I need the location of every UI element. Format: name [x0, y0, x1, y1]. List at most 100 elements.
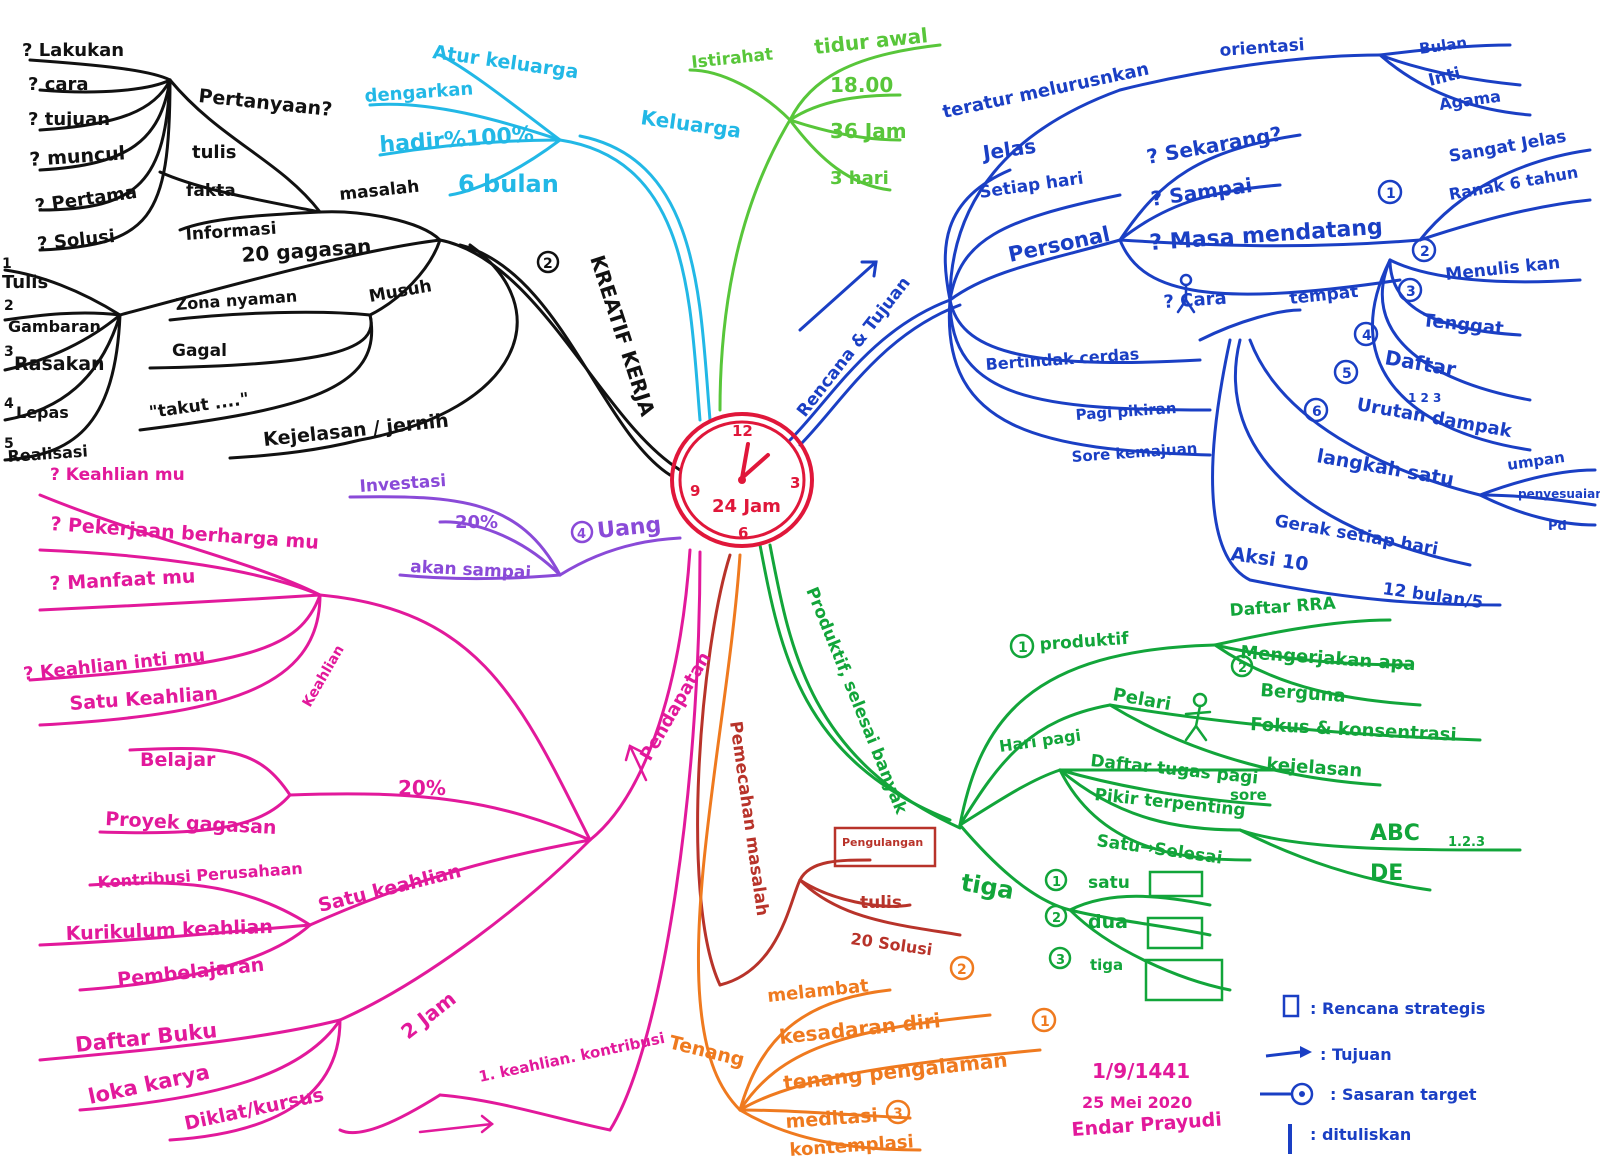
pemecahan-title: Pemecahan masalah [725, 720, 772, 917]
rencana-cara: ? Cara [1163, 288, 1227, 313]
signature-name: Endar Prayudi [1071, 1109, 1223, 1141]
running-person-icon [1184, 692, 1212, 742]
signature-hijri: 1/9/1441 [1092, 1059, 1190, 1083]
rencana-bulan: 12 bulan/5 [1381, 579, 1484, 613]
rencana-orientasi: orientasi [1219, 35, 1305, 61]
tenang-meditasi: meditasi [785, 1105, 879, 1133]
pendapatan-kurikulum: Kurikulum keahlian [65, 916, 273, 945]
right-arrow-icon [418, 1114, 495, 1134]
rencana-bertindak: Bertindak cerdas [985, 344, 1140, 374]
pendapatan-20persen: 20% [398, 776, 446, 800]
kreatif-question-4: ? muncul [29, 142, 126, 171]
istirahat-item-1800: 18.00 [830, 73, 893, 97]
tenang-number-3: 3 [893, 1106, 903, 1122]
istirahat-item-36jam: 36 Jam [830, 119, 907, 143]
kreatif-step-5: Realisasi [7, 441, 88, 466]
rencana-tempat: tempat [1288, 282, 1359, 309]
pemecahan-tulis: tulis [860, 893, 902, 913]
rencana-pd: Pd [1548, 519, 1567, 534]
kreatif-title: KREATIF KERJA [585, 252, 660, 419]
pendapatan-keahlian-3: ? Manfaat mu [49, 565, 196, 595]
kreatif-step-3-num: 3 [4, 344, 14, 360]
produktif-fokus: Fokus & konsentrasi [1250, 714, 1457, 746]
branch-lines [3, 43, 1597, 1152]
signature-date: 25 Mei 2020 [1082, 1093, 1192, 1112]
kreatif-step-3: Rasakan [14, 353, 105, 375]
produktif-daftar: Daftar RRA [1229, 594, 1337, 621]
kreatif-question-2: ? cara [28, 74, 89, 95]
tenang-number-1: 1 [1040, 1014, 1050, 1030]
pendapatan-keahlian-5: Satu Keahlian [69, 683, 219, 715]
legend: : Rencana strategis : Tujuan : Sasaran t… [1260, 994, 1485, 1154]
branch-rencana: Rencana & Tujuan teratur melurusnkan ori… [793, 33, 1600, 613]
kreatif-musuh-zona: Zona nyaman [175, 287, 298, 314]
pemecahan-20solusi: 20 Solusi [849, 929, 933, 959]
rencana-orientasi-bulan: Bulan [1418, 33, 1468, 58]
keluarga-item-hadir: hadir%100% [379, 122, 535, 158]
kreatif-musuh-gagal: Gagal [172, 341, 227, 361]
produktif-terpenting: Pikir terpenting [1093, 785, 1246, 821]
center-clock: 12 3 6 9 24 Jam [670, 412, 814, 548]
produktif-tiga-1: satu [1088, 873, 1130, 893]
rencana-sekarang: ? Sekarang? [1145, 122, 1284, 169]
branch-keluarga: Keluarga Atur keluarga dengarkan hadir%1… [364, 41, 743, 198]
rencana-number-4: 4 [1362, 328, 1372, 344]
branch-istirahat: Istirahat tidur awal 18.00 36 Jam 3 hari [690, 23, 929, 189]
pendapatan-2jam: 2 Jam [396, 986, 460, 1043]
legend-sasaran: : Sasaran target [1330, 1085, 1477, 1104]
kreatif-question-5: ? Pertama [34, 182, 139, 217]
rencana-number-1: 1 [1386, 186, 1396, 202]
rencana-sore: Sore kemajuan [1071, 439, 1198, 466]
produktif-kejelasan: kejelasan [1266, 754, 1363, 782]
branch-uang: 4 Uang Investasi 20% akan sampai [359, 471, 662, 583]
keluarga-item-6bulan: 6 bulan [458, 170, 559, 198]
kreatif-kejelasan: Kejelasan / jernih [262, 410, 449, 451]
rencana-sampai: ? Sampai [1149, 173, 1253, 211]
tenang-pengalaman: tenang pengalaman [782, 1048, 1009, 1095]
rencana-number-5: 5 [1342, 366, 1352, 382]
clock-number-12: 12 [732, 422, 753, 440]
pendapatan-satu: Satu keahlian [316, 860, 463, 917]
uang-20persen: 20% [455, 512, 498, 533]
kreatif-musuh: Musuh [367, 276, 433, 307]
rencana-sangat: Sangat Jelas [1447, 127, 1567, 167]
rencana-personal: Personal [1006, 222, 1112, 267]
rencana-penyesuaian: penyesuaian [1518, 487, 1600, 501]
signature: 1/9/1441 25 Mei 2020 Endar Prayudi [1071, 1059, 1223, 1141]
rencana-aksi: Aksi 10 [1229, 543, 1310, 576]
arrow-icon [798, 260, 878, 332]
produktif-abc-nums: 1.2.3 [1448, 835, 1485, 850]
person-icon [1176, 273, 1196, 314]
produktif-abc: ABC [1370, 821, 1420, 846]
kreatif-masalah: masalah [338, 177, 420, 205]
rencana-masa: ? Masa mendatang [1149, 215, 1384, 256]
rencana-pagi: Pagi pikiran [1075, 399, 1177, 424]
rencana-title: Rencana & Tujuan [793, 273, 915, 421]
tenang-melambat: melambat [766, 975, 870, 1007]
produktif-satu: Satu→Selesai [1095, 831, 1223, 868]
uang-title: Uang [596, 512, 662, 544]
pendapatan-pembelajaran: Pembelajaran [116, 954, 265, 991]
kreatif-question-6: ? Solusi [36, 226, 116, 255]
produktif-tiga-3-num: 3 [1056, 953, 1065, 968]
pendapatan-keahlian-6: Keahlian [300, 643, 348, 710]
uang-number: 4 [577, 527, 586, 542]
produktif-number-2: 2 [1238, 661, 1247, 676]
istirahat-item-tidur: tidur awal [813, 23, 929, 59]
rencana-urutan-nums: 1 2 3 [1408, 391, 1441, 405]
istirahat-title: Istirahat [690, 45, 774, 73]
kreatif-number: 2 [543, 256, 553, 272]
rencana-number-3: 3 [1406, 284, 1416, 300]
keluarga-item-dengarkan: dengarkan [364, 78, 474, 107]
pendapatan-keahlian-4: ? Keahlian inti mu [22, 645, 206, 685]
produktif-number-1: 1 [1018, 640, 1028, 656]
kreatif-question-3: ? tujuan [28, 109, 110, 130]
produktif-label: produktif [1039, 629, 1130, 655]
produktif-berguna: Berguna [1260, 680, 1347, 707]
rencana-number-6: 6 [1312, 404, 1322, 420]
legend-rencana-strategis: : Rencana strategis [1310, 999, 1485, 1018]
branch-pendapatan: Pendapatan ? Keahlian mu ? Pekerjaan ber… [22, 465, 715, 1135]
rencana-jelas: Jelas [979, 134, 1037, 165]
keluarga-item-atur: Atur keluarga [431, 41, 580, 83]
